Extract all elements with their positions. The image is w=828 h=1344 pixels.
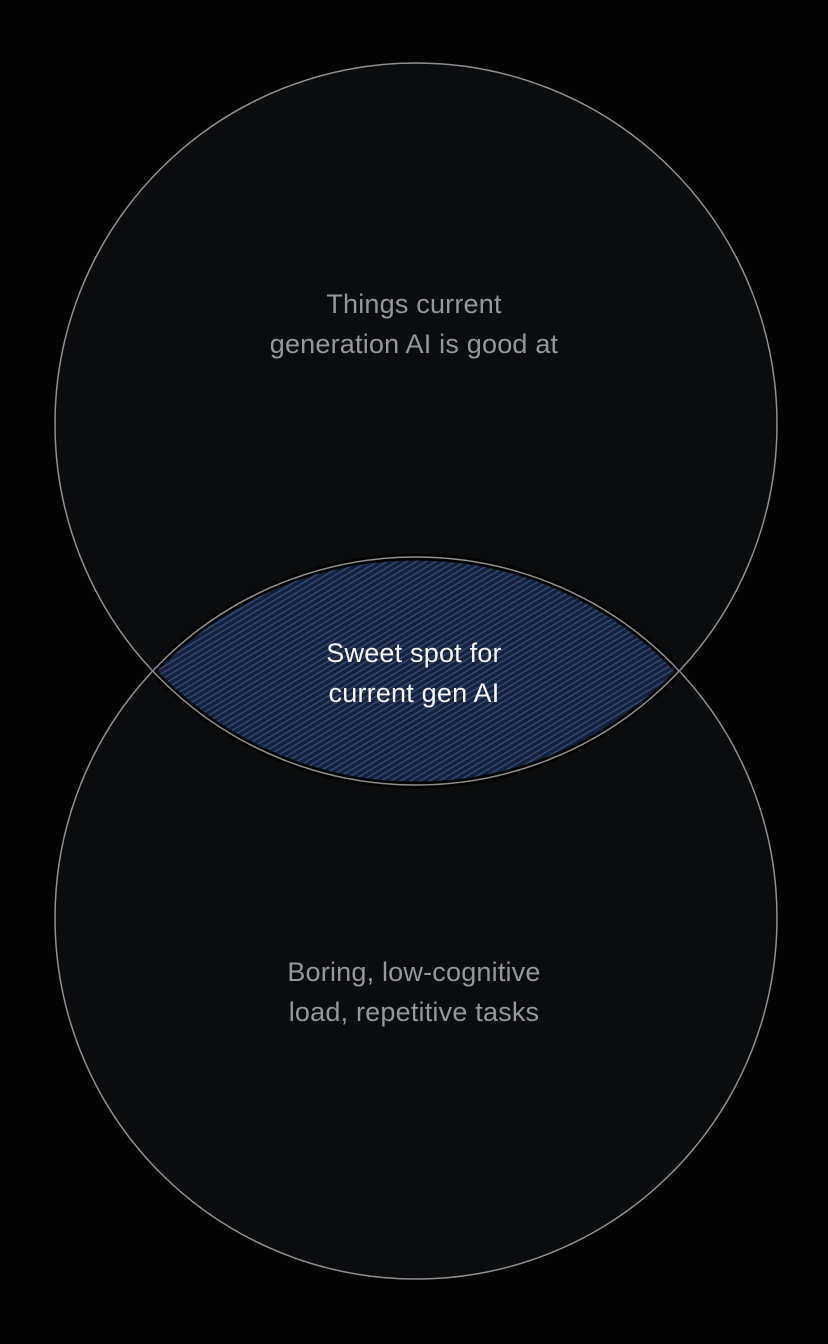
bottom-circle-outline: [54, 556, 778, 1280]
top-circle-outline: [54, 62, 778, 786]
